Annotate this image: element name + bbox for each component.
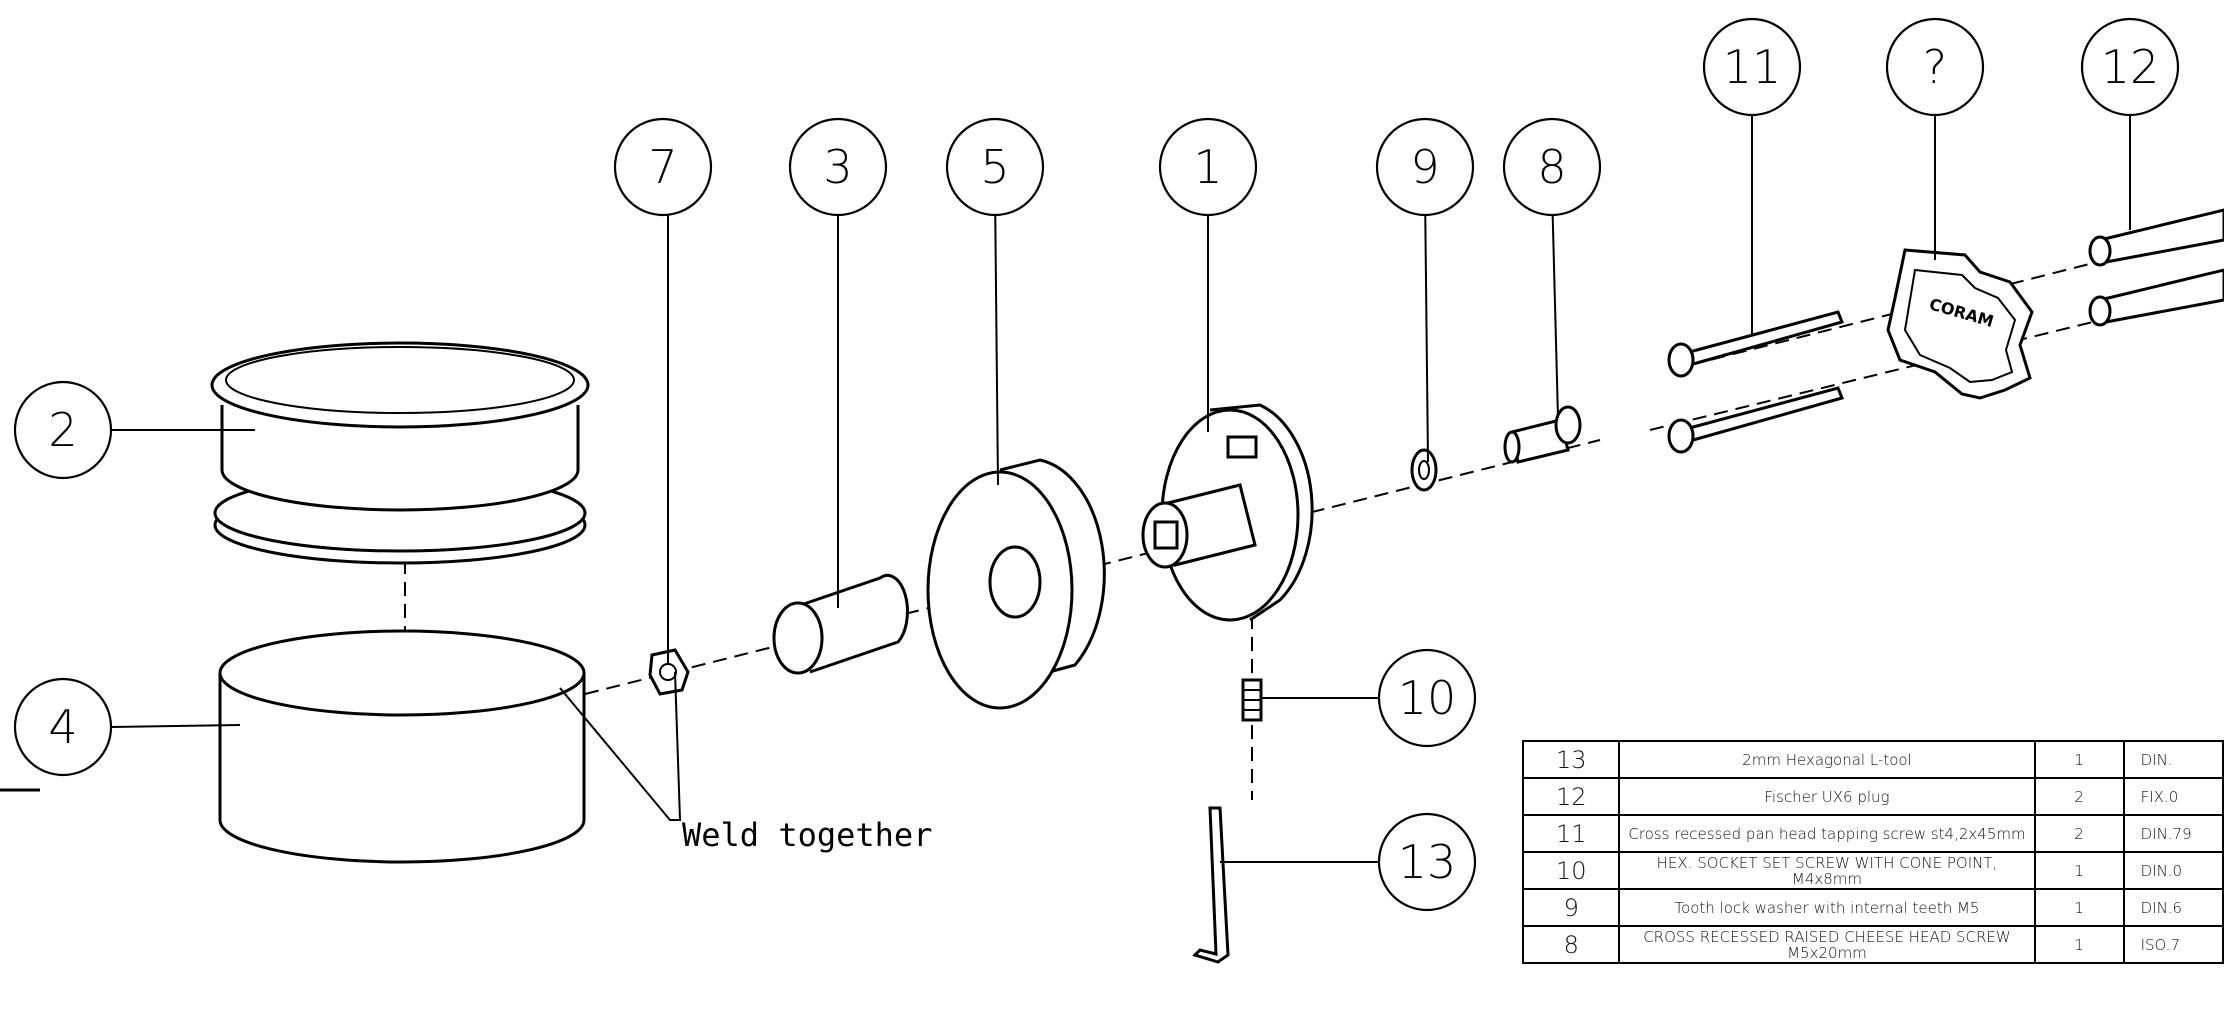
balloon-9: 9 <box>1375 117 1475 217</box>
balloon-4: 4 <box>13 677 113 777</box>
part-10-set-screw <box>1241 678 1263 722</box>
svg-text:11: 11 <box>1723 40 1782 94</box>
svg-text:4: 4 <box>48 700 77 754</box>
bom-desc-cell: CROSS RECESSED RAISED CHEESE HEAD SCREW … <box>1618 925 2036 964</box>
part-13-l-key <box>1192 806 1230 964</box>
svg-text:?: ? <box>1923 40 1947 94</box>
svg-text:5: 5 <box>980 140 1009 194</box>
bom-pos-cell: 8 <box>1521 925 1621 964</box>
part-9-washer <box>1410 448 1438 492</box>
part-8-screw <box>1503 405 1582 464</box>
balloon-unknown: ? <box>1885 17 1985 117</box>
balloon-3: 3 <box>788 117 888 217</box>
bom-ref-cell: DIN.0 <box>2122 851 2224 890</box>
bracket-coram: CORAM <box>1886 248 2034 400</box>
svg-text:3: 3 <box>823 140 852 194</box>
bom-desc-cell: HEX. SOCKET SET SCREW WITH CONE POINT, M… <box>1618 851 2036 890</box>
svg-text:12: 12 <box>2101 40 2160 94</box>
bom-ref-cell: DIN.79 <box>2122 814 2224 853</box>
part-1-mount <box>1141 403 1314 622</box>
svg-text:8: 8 <box>1537 140 1566 194</box>
svg-text:2: 2 <box>48 403 77 457</box>
svg-text:1: 1 <box>1193 140 1222 194</box>
bom-ref-cell: DIN. <box>2122 740 2224 779</box>
bom-pos-cell: 11 <box>1521 814 1621 853</box>
balloon-1: 1 <box>1158 117 1258 217</box>
bom-ref-cell: FIX.0 <box>2122 777 2224 816</box>
svg-text:13: 13 <box>1398 835 1457 889</box>
part-4-lower-cylinder <box>218 629 586 864</box>
part-5-disc <box>926 458 1106 710</box>
bom-desc-cell: Fischer UX6 plug <box>1618 777 2036 816</box>
part-11-screws <box>1667 310 1845 454</box>
balloon-7: 7 <box>613 117 713 217</box>
bom-pos-cell: 12 <box>1521 777 1621 816</box>
weld-note: Weld together <box>682 816 932 854</box>
svg-text:9: 9 <box>1410 140 1439 194</box>
balloon-8: 8 <box>1502 117 1602 217</box>
part-3-tube <box>772 573 909 675</box>
svg-text:10: 10 <box>1398 671 1457 725</box>
bom-pos-cell: 9 <box>1521 888 1621 927</box>
bom-ref-cell: DIN.6 <box>2122 888 2224 927</box>
balloon-13: 13 <box>1377 812 1477 912</box>
part-12-plugs <box>2088 208 2224 327</box>
bom-desc-cell: 2mm Hexagonal L-tool <box>1618 740 2036 779</box>
bom-pos-cell: 13 <box>1521 740 1621 779</box>
leader-lines <box>109 110 2131 863</box>
bom-qty-cell: 1 <box>2033 925 2125 964</box>
part-2-cap <box>210 341 590 565</box>
bom-qty-cell: 1 <box>2033 888 2125 927</box>
bom-qty-cell: 1 <box>2033 740 2125 779</box>
bom-desc-cell: Tooth lock washer with internal teeth M5 <box>1618 888 2036 927</box>
balloon-11: 11 <box>1702 17 1802 117</box>
bom-desc-cell: Cross recessed pan head tapping screw st… <box>1618 814 2036 853</box>
bom-pos-cell: 10 <box>1521 851 1621 890</box>
balloon-2: 2 <box>13 380 113 480</box>
balloon-5: 5 <box>945 117 1045 217</box>
bom-ref-cell: ISO.7 <box>2122 925 2224 964</box>
bom-qty-cell: 2 <box>2033 777 2125 816</box>
balloon-10: 10 <box>1377 648 1477 748</box>
balloon-12: 12 <box>2080 17 2180 117</box>
bom-qty-cell: 1 <box>2033 851 2125 890</box>
svg-text:7: 7 <box>648 140 677 194</box>
bom-qty-cell: 2 <box>2033 814 2125 853</box>
